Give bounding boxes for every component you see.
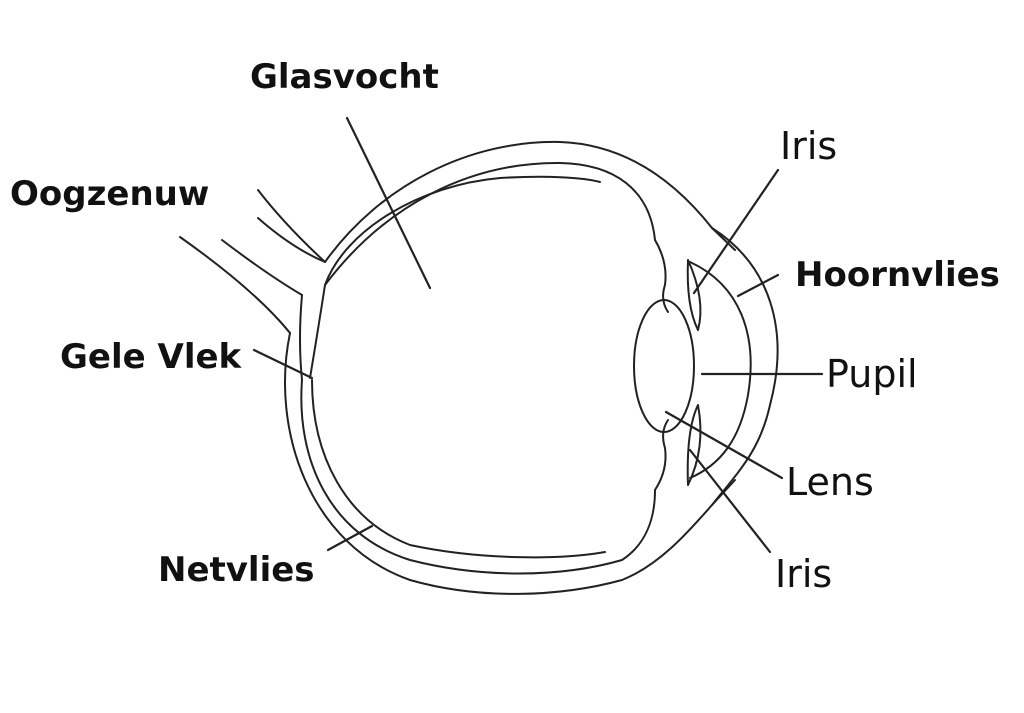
iris-lower [686,404,702,486]
label-iris-top: Iris [780,124,838,168]
retina-layer-lower [311,379,606,559]
leader-glasvocht [345,116,432,290]
sclera-outline-lower [284,332,736,595]
label-gele-vlek: Gele Vlek [60,337,242,377]
optic-nerve-outer-lower [179,236,291,334]
retina-layer [324,175,601,286]
label-lens: Lens [786,460,874,504]
optic-nerve-inner-lower [221,239,303,296]
leader-hoornvlies [736,273,780,298]
optic-nerve-inner-upper [257,217,326,263]
optic-nerve-outer-upper [257,189,326,263]
label-oogzenuw: Oogzenuw [10,174,210,214]
label-netvlies: Netvlies [158,550,315,590]
leader-lens [664,410,784,480]
choroid-layer [324,161,656,286]
ciliary-upper [654,239,669,313]
sclera-outline [324,140,736,263]
ciliary-lower [654,419,669,491]
nerve-head-outer [299,294,303,381]
leader-gele-vlek [252,348,314,380]
label-glasvocht: Glasvocht [250,57,439,97]
label-iris-bottom: Iris [775,552,833,596]
iris-upper [686,259,702,331]
leader-netvlies [326,524,374,552]
choroid-layer-lower [300,379,656,575]
lens-shape [633,299,695,433]
cornea [711,227,779,506]
label-pupil: Pupil [826,352,918,396]
leader-iris-bottom [688,448,772,554]
cornea-inner [689,261,752,479]
leader-iris-top [692,168,780,295]
label-hoornvlies: Hoornvlies [795,255,1000,295]
nerve-head [309,284,326,379]
